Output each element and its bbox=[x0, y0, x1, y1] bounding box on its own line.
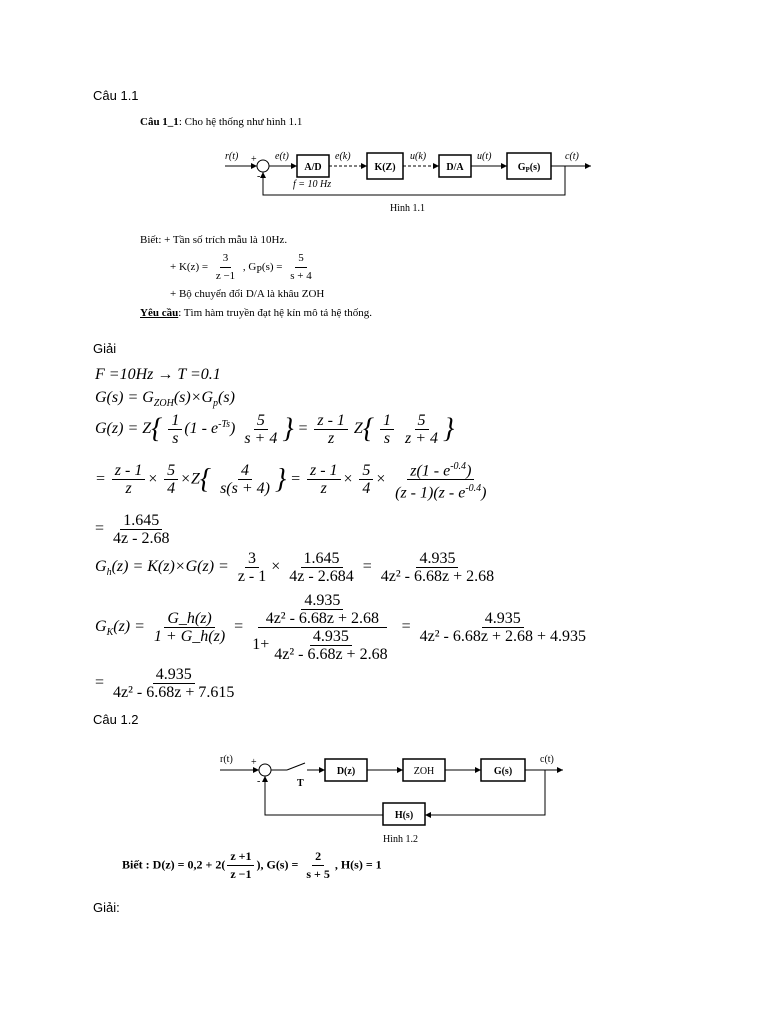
math-line-1: F =10Hz → T =0.1 bbox=[95, 366, 221, 383]
q1-freq: f = 10 Hz bbox=[293, 179, 331, 190]
q1-caption: Hình 1.1 bbox=[390, 203, 425, 214]
q2-minus: - bbox=[257, 776, 260, 787]
q2-block-d-label: D(z) bbox=[337, 766, 355, 777]
q2-signal-c: c(t) bbox=[540, 754, 554, 765]
q2-block-diagram: r(t) + - T D(z) ZOH G(s) c(t) H(s) bbox=[220, 754, 563, 826]
q1-signal-e: e(t) bbox=[275, 151, 290, 162]
q1-signal-r: r(t) bbox=[225, 151, 239, 162]
q1-solution-label: Giải bbox=[93, 341, 117, 356]
q1-title-bold: Câu 1_1 bbox=[140, 116, 179, 128]
q2-caption: Hình 1.2 bbox=[383, 834, 418, 845]
q2-plus: + bbox=[251, 757, 257, 768]
q2-block-g-label: G(s) bbox=[494, 766, 512, 777]
q1-block-gp-label: GP(s) bbox=[518, 162, 541, 174]
q2-block-h-label: H(s) bbox=[395, 810, 413, 821]
q1-block-diagram: r(t) + - e(t) A/D e(k) K(Z) u(k) D/A u(t… bbox=[225, 151, 591, 196]
q1-signal-uk: u(k) bbox=[410, 151, 427, 162]
q1-problem-title: Câu 1_1: Cho hệ thống như hình 1.1 bbox=[140, 116, 450, 128]
q1-signal-ek: e(k) bbox=[335, 151, 351, 162]
q1-plus: + bbox=[251, 154, 257, 165]
q1-known-label: Biết: + Tần số trích mẫu là 10Hz. bbox=[140, 234, 288, 246]
q2-heading: Câu 1.2 bbox=[93, 712, 139, 727]
q1-k-lhs: + K(z) = bbox=[170, 261, 209, 274]
q2-solution-label: Giải: bbox=[93, 900, 120, 915]
math-line-2: G(s) = GZOH(s)×Gp(s) bbox=[95, 389, 235, 410]
q1-block-ad-label: A/D bbox=[304, 162, 321, 173]
q1-signal-c: c(t) bbox=[565, 151, 580, 162]
q1-gp-lhs: , GP(s) = bbox=[242, 261, 283, 277]
q1-minus: - bbox=[257, 171, 260, 182]
q2-sample-t: T bbox=[297, 778, 304, 789]
q2-block-zoh-label: ZOH bbox=[414, 766, 435, 777]
q1-title-rest: : Cho hệ thống như hình 1.1 bbox=[178, 116, 303, 128]
q1-requirement: Yêu cầu: Tìm hàm truyền đạt hệ kín mô tả… bbox=[140, 307, 372, 319]
q1-zoh-note: + Bộ chuyển đổi D/A là khâu ZOH bbox=[170, 288, 325, 300]
q1-heading: Câu 1.1 bbox=[93, 88, 139, 103]
q1-signal-u: u(t) bbox=[477, 151, 492, 162]
q1-block-da-label: D/A bbox=[446, 162, 464, 173]
q2-block-h bbox=[382, 802, 426, 826]
q2-summing-junction bbox=[258, 763, 272, 777]
q1-block-k-label: K(Z) bbox=[374, 162, 395, 173]
q2-sampler-switch bbox=[286, 762, 306, 771]
q2-signal-r: r(t) bbox=[220, 754, 233, 765]
q1-req-bold: Yêu cầu bbox=[140, 307, 179, 319]
q1-req-rest: : Tìm hàm truyền đạt hệ kín mô tả hệ thố… bbox=[178, 307, 372, 319]
